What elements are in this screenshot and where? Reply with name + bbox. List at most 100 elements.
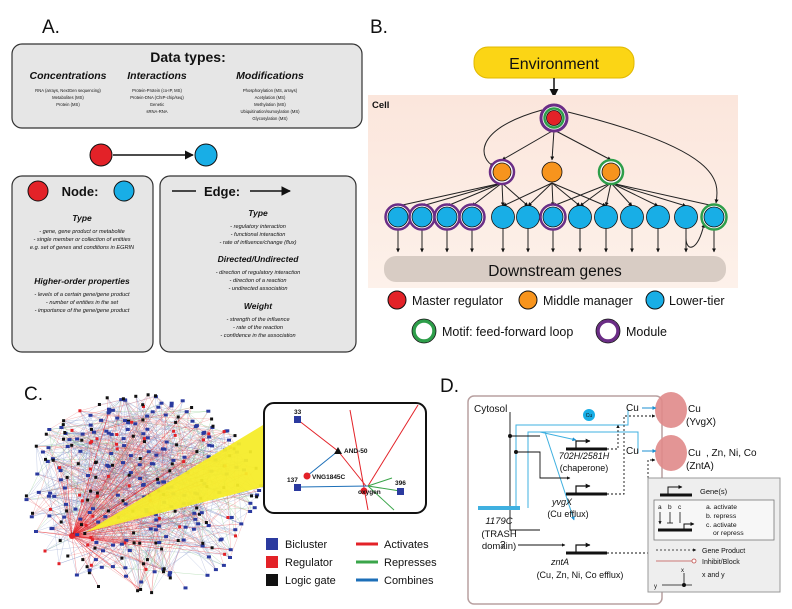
bicluster-node (105, 463, 110, 467)
network-edge (229, 503, 251, 558)
network-edge (71, 535, 141, 590)
bicluster-node (88, 423, 93, 427)
regulator-node (58, 466, 62, 470)
bicluster-node (161, 480, 166, 484)
node-hop-item: - levels of a certain gene/gene product (34, 292, 130, 298)
network-edge (135, 396, 165, 503)
bicluster-node (227, 438, 231, 442)
bicluster-node (169, 404, 174, 408)
hierarchy-edge (553, 129, 612, 161)
network-edge (82, 415, 91, 501)
network-edge (66, 477, 73, 537)
cu-in-label-1: Cu (626, 403, 639, 414)
legend-logic-icon (266, 574, 278, 586)
bicluster-node (93, 558, 98, 562)
network-edge (178, 416, 236, 436)
bicluster-node (109, 452, 114, 455)
data-types-box (11, 43, 363, 129)
bicluster-node (62, 515, 67, 519)
bicluster-node (29, 515, 34, 519)
bicluster-node (73, 507, 78, 511)
regulator-node (234, 534, 237, 538)
bicluster-node (121, 437, 126, 441)
network-edge (71, 439, 230, 537)
bicluster-node (161, 447, 165, 451)
network-edge (96, 438, 108, 466)
network-edge (69, 398, 124, 440)
concentrations-heading: Concentrations (29, 70, 106, 82)
bicluster-node (194, 424, 199, 428)
logic-gate-node (34, 444, 38, 448)
bicluster-node (148, 527, 153, 531)
hierarchy-edge (502, 182, 553, 207)
edge-box-title: Edge: (204, 184, 240, 199)
bicluster-node (119, 398, 124, 402)
logic-gate-node (44, 432, 48, 436)
regulator-node (106, 474, 110, 478)
hierarchy-edge (579, 182, 612, 207)
network-edge (63, 424, 91, 470)
bicluster-node (168, 571, 173, 575)
logic-gate-node (175, 443, 179, 447)
regulator-node (157, 516, 161, 520)
logic-gate-node (139, 588, 143, 591)
d-legend-x: x (681, 568, 684, 574)
logic-gate-node (198, 512, 201, 516)
middle-manager-node (492, 162, 512, 182)
logic-gate-node (154, 541, 158, 545)
lower-tier-node (491, 205, 515, 229)
network-edge (59, 467, 90, 573)
col-concentrations: Concentrations RNA (arrays, NextGen sequ… (29, 70, 106, 107)
bicluster-node (229, 516, 234, 519)
network-edge (71, 535, 99, 587)
logic-gate-node (132, 541, 136, 545)
network-edge (117, 454, 157, 496)
network-edge (90, 442, 185, 458)
cu-sense-line (527, 431, 639, 508)
network-edge (101, 542, 126, 568)
inset-bicluster-137 (294, 484, 301, 491)
hierarchy-edges (396, 109, 719, 253)
lower-tier-node (703, 206, 725, 228)
modifications-item: Acetylation (MS) (255, 95, 286, 100)
logic-gate-node (162, 567, 166, 571)
network-edge (38, 492, 73, 537)
legend-logic-label: Logic gate (285, 575, 336, 587)
node-box-title: Node: (62, 184, 99, 199)
logic-gate-node (90, 427, 93, 431)
regulator-node (95, 437, 99, 441)
hierarchy-edge (471, 182, 503, 207)
logic-gate-node (120, 556, 124, 560)
legend-middle-label: Middle manager (543, 294, 633, 308)
bicluster-node (36, 490, 41, 494)
regulator-node (57, 562, 61, 566)
bicluster-node (94, 541, 99, 544)
regulator-node (88, 441, 92, 445)
network-edge (71, 535, 225, 555)
logic-gate-node (233, 434, 237, 438)
logic-gate-node (138, 457, 142, 460)
network-edge (89, 512, 156, 544)
cu-node (583, 409, 595, 421)
regulator-node (115, 442, 118, 446)
logic-gate-node (31, 511, 34, 515)
network-edge (64, 487, 73, 537)
bicluster-node (119, 542, 124, 546)
hierarchy-edge (552, 182, 612, 207)
logic-gate-node (80, 523, 83, 527)
d-legend-activate: a. activate (706, 504, 737, 511)
bicluster-node (124, 574, 128, 578)
bicluster-node (80, 432, 85, 436)
bicluster-node (154, 453, 159, 457)
network-edge (163, 427, 213, 483)
regulator-node (84, 523, 88, 527)
bicluster-node (124, 538, 129, 542)
bicluster-node (50, 457, 55, 461)
regulator-node (70, 428, 74, 432)
node-type-item: e.g. set of genes and conditions in EGRI… (30, 245, 135, 251)
modifications-item: Ubiquitination/sumoylation (MS) (240, 109, 300, 114)
network-edge (144, 431, 225, 498)
modifications-heading: Modifications (236, 70, 304, 82)
panel-b-label: B. (370, 17, 388, 38)
gene1-sub: (chaperone) (560, 463, 609, 473)
